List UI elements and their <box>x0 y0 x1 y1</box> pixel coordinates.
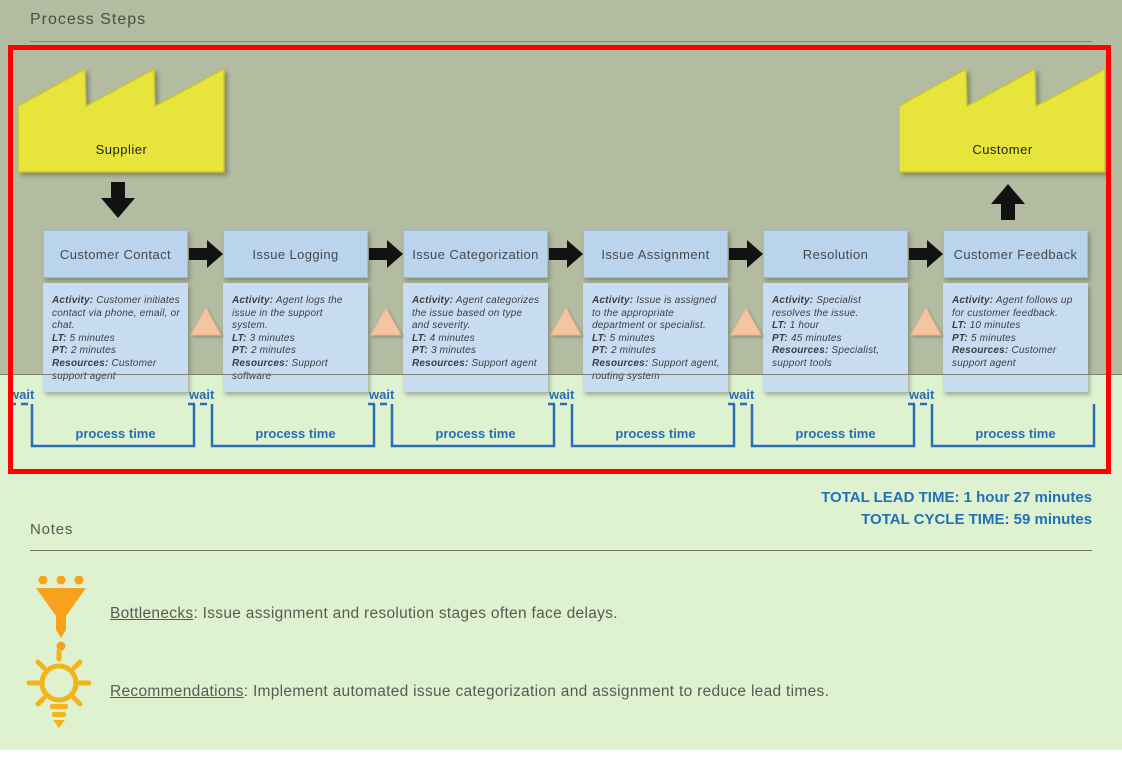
highlight-frame <box>8 45 1111 474</box>
notes-background <box>0 375 1122 750</box>
bottlenecks-body: : Issue assignment and resolution stages… <box>193 605 618 622</box>
step-header-box: Issue Assignment <box>583 230 728 278</box>
wait-triangle-icon <box>189 307 222 336</box>
supplier-label: Supplier <box>95 142 148 157</box>
customer-factory: Customer <box>898 67 1106 173</box>
wait-triangle-icon <box>909 307 942 336</box>
lead-time-ladder <box>9 402 1096 448</box>
recommendations-note: Recommendations: Implement automated iss… <box>110 683 829 701</box>
total-cycle-time: TOTAL CYCLE TIME: 59 minutes <box>861 511 1092 528</box>
flow-arrow-icon <box>368 240 403 268</box>
step-detail-box: Activity: Agent categorizes the issue ba… <box>403 283 548 392</box>
step-detail-box: Activity: Specialist resolves the issue.… <box>763 283 908 392</box>
wait-label: wait <box>729 387 755 402</box>
section-divider <box>0 374 1122 375</box>
step-detail-box: Activity: Agent logs the issue in the su… <box>223 283 368 392</box>
wait-triangle-icon <box>729 307 762 336</box>
step-detail-box: Activity: Customer initiates contact via… <box>43 283 188 392</box>
step-header-box: Customer Contact <box>43 230 188 278</box>
bottlenecks-label: Bottlenecks <box>110 605 194 622</box>
totals-block: TOTAL LEAD TIME: 1 hour 27 minutes TOTAL… <box>821 487 1092 531</box>
flow-arrow-icon <box>188 240 223 268</box>
process-time-label: process time <box>75 426 156 441</box>
flow-arrow-icon <box>728 240 763 268</box>
wait-label: wait <box>909 387 935 402</box>
customer-label: Customer <box>972 142 1033 157</box>
step-header-box: Issue Categorization <box>403 230 548 278</box>
factory-icon <box>898 67 1106 173</box>
bottom-margin <box>0 750 1122 758</box>
wait-label: wait <box>189 387 215 402</box>
process-time-label: process time <box>975 426 1056 441</box>
step-detail-box: Activity: Issue is assigned to the appro… <box>583 283 728 392</box>
step-detail-box: Activity: Agent follows up for customer … <box>943 283 1088 392</box>
process-time-label: process time <box>615 426 696 441</box>
factory-icon <box>17 67 225 173</box>
process-time-label: process time <box>255 426 336 441</box>
recommendations-body: : Implement automated issue categorizati… <box>243 683 830 700</box>
title-divider <box>30 41 1092 42</box>
wait-triangle-icon <box>369 307 402 336</box>
wait-label: wait <box>369 387 395 402</box>
recommendations-label: Recommendations <box>110 683 244 700</box>
funnel-icon <box>36 576 86 651</box>
wait-triangle-icon <box>549 307 582 336</box>
notes-title: Notes <box>30 521 74 538</box>
step-header-box: Issue Logging <box>223 230 368 278</box>
process-time-label: process time <box>795 426 876 441</box>
flow-arrow-icon <box>548 240 583 268</box>
step-header-box: Customer Feedback <box>943 230 1088 278</box>
notes-divider <box>30 550 1092 551</box>
up-arrow-icon <box>991 184 1025 220</box>
page-title: Process Steps <box>30 11 147 28</box>
wait-label: wait <box>9 387 35 402</box>
total-lead-time: TOTAL LEAD TIME: 1 hour 27 minutes <box>821 489 1092 506</box>
step-header-box: Resolution <box>763 230 908 278</box>
lightbulb-icon <box>26 648 92 728</box>
supplier-factory: Supplier <box>17 67 225 173</box>
process-time-label: process time <box>435 426 516 441</box>
bottlenecks-note: Bottlenecks: Issue assignment and resolu… <box>110 605 618 623</box>
flow-arrow-icon <box>908 240 943 268</box>
down-arrow-icon <box>101 182 135 218</box>
wait-label: wait <box>549 387 575 402</box>
